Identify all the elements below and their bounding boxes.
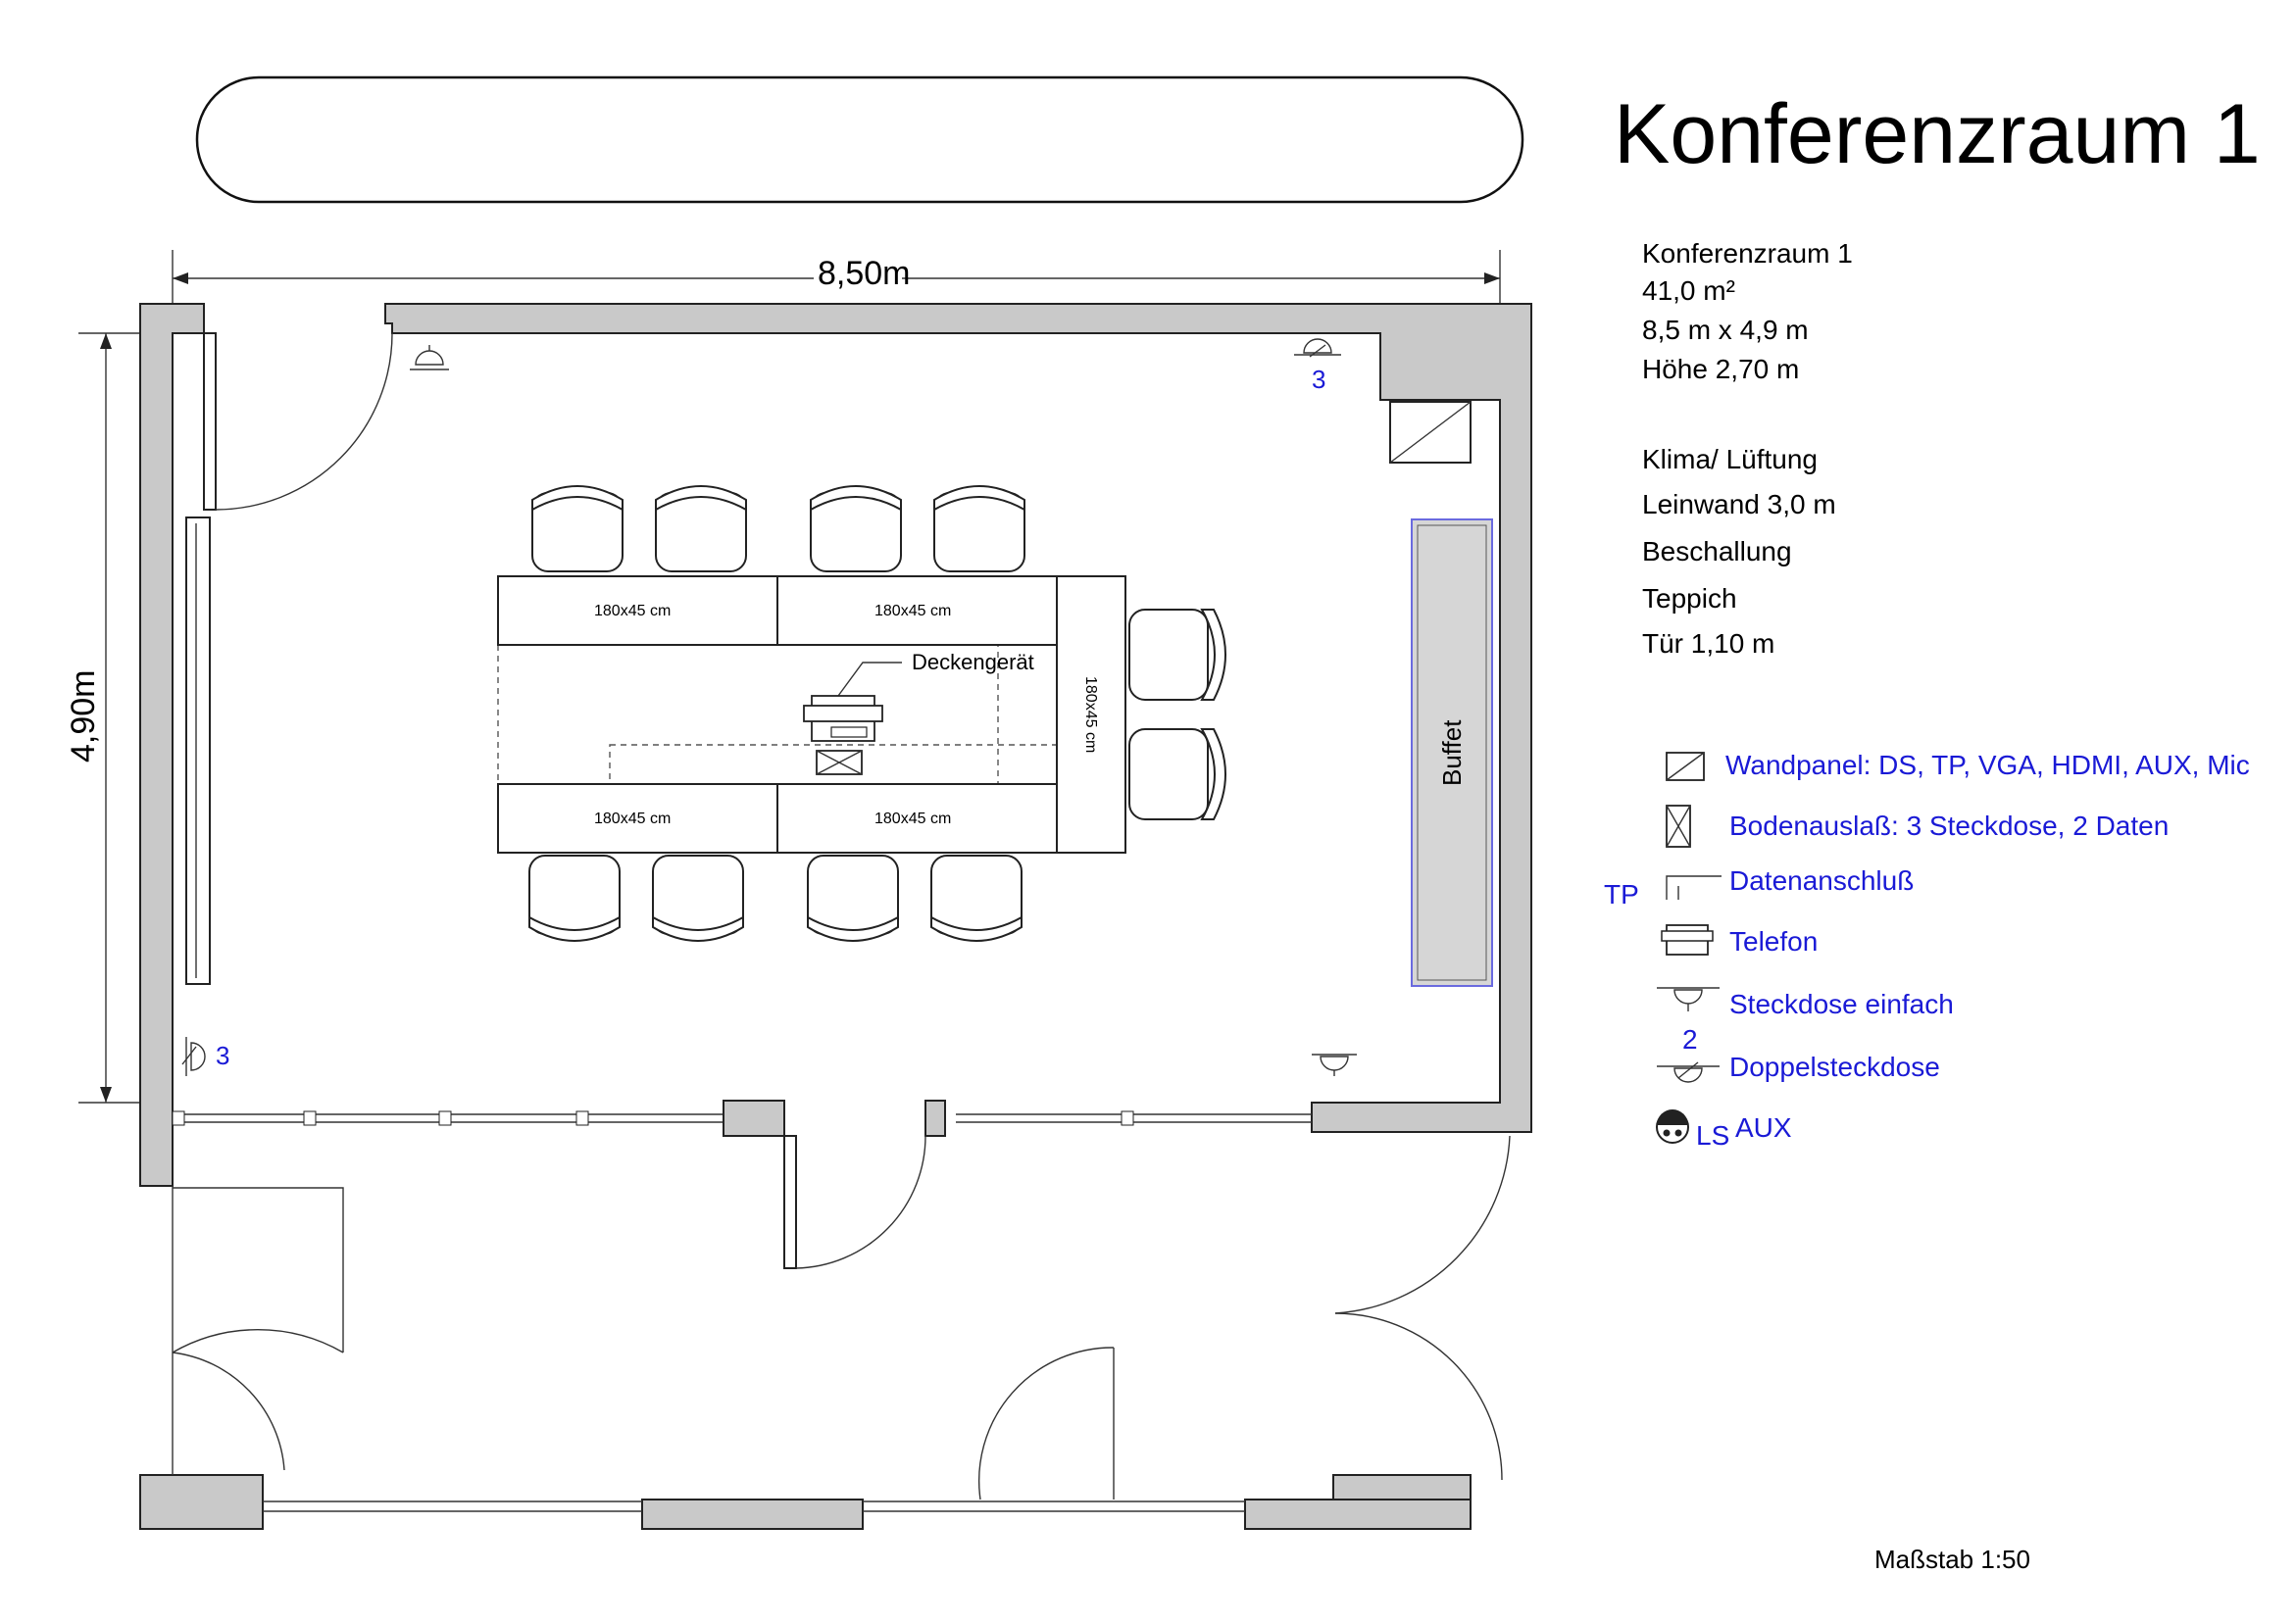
table-bottom-left: [497, 783, 778, 854]
chair-bottom: [528, 855, 621, 942]
table-top-left: [497, 575, 778, 646]
floor-outlet-icon: [816, 750, 863, 775]
floor-outlet-legend-icon: [1666, 805, 1691, 848]
height-label: 4,90m: [65, 670, 102, 763]
chair-top: [531, 485, 624, 572]
width-dimension: 8,50m: [172, 250, 1501, 387]
scale-label: Maßstab 1:50: [1874, 1545, 2030, 1574]
legend-wall-panel: Wandpanel: DS, TP, VGA, HDMI, AUX, Mic: [1725, 750, 2250, 780]
info-height: Höhe 2,70 m: [1642, 354, 1799, 384]
conference-table: 180x45 cm 180x45 cm 180x45 cm 180x45 cm …: [497, 575, 1126, 854]
speaker-icon: [1656, 1109, 1689, 1144]
table-label: 180x45 cm: [594, 811, 671, 827]
socket-single-icon: [1657, 987, 1720, 1011]
legend-socket-single: Steckdose einfach: [1729, 989, 1954, 1019]
info-feature: Teppich: [1642, 583, 1737, 614]
wall-panel-icon: [1666, 752, 1705, 781]
legend-tp: TP: [1604, 879, 1639, 910]
wall-socket-top-right: 3: [1294, 338, 1341, 394]
info-area: 41,0 m²: [1642, 275, 1735, 306]
info-feature: Beschallung: [1642, 536, 1792, 566]
outlet-count-left: 3: [216, 1041, 229, 1070]
data-port-icon: [1666, 875, 1722, 900]
legend-ls: LS: [1696, 1120, 1729, 1151]
legend-aux: AUX: [1735, 1112, 1792, 1143]
phone-legend-icon: [1661, 924, 1714, 956]
legend: Wandpanel: DS, TP, VGA, HDMI, AUX, Mic B…: [1604, 750, 2250, 1151]
width-label: 8,50m: [818, 255, 911, 292]
table-label: 180x45 cm: [874, 811, 951, 827]
height-dimension: 4,90m: [59, 332, 157, 1104]
table-label: 180x45 cm: [594, 603, 671, 619]
legend-data: Datenanschluß: [1729, 865, 1914, 896]
table-label: 180x45 cm: [1082, 676, 1099, 753]
table-label: 180x45 cm: [874, 603, 951, 619]
chairs: [528, 485, 1226, 942]
info-feature: Leinwand 3,0 m: [1642, 489, 1836, 519]
legend-socket-count: 2: [1682, 1024, 1698, 1055]
wall-socket-left: 3: [181, 1037, 229, 1076]
outlet-count-top: 3: [1312, 365, 1325, 394]
walls: [139, 303, 1532, 1530]
wall-socket-top-left: [410, 345, 449, 370]
chair-right: [1128, 609, 1226, 701]
title-banner: [195, 75, 1524, 204]
table-top-right: [776, 575, 1058, 646]
glass-partition: [172, 1100, 1312, 1512]
table-end: [1056, 575, 1126, 854]
chair-bottom: [652, 855, 744, 942]
socket-double-icon: [1657, 1061, 1720, 1083]
phone-icon: [803, 695, 883, 742]
chair-bottom: [807, 855, 899, 942]
info-name: Konferenzraum 1: [1642, 238, 1853, 269]
room-info: Konferenzraum 1 41,0 m² 8,5 m x 4,9 m Hö…: [1642, 238, 1853, 659]
legend-socket-double: Doppelsteckdose: [1729, 1052, 1940, 1082]
info-feature: Tür 1,10 m: [1642, 628, 1774, 659]
projection-screen: [185, 516, 211, 985]
wall-panel: [1389, 401, 1472, 464]
page-title: Konferenzraum 1: [1614, 87, 2261, 181]
chair-bottom: [930, 855, 1023, 942]
chair-top: [933, 485, 1025, 572]
info-size: 8,5 m x 4,9 m: [1642, 315, 1809, 345]
doors: [172, 332, 1511, 1500]
buffet: Buffet: [1411, 518, 1493, 987]
ceiling-device: Deckengerät: [803, 650, 1034, 775]
legend-floor-outlet: Bodenauslaß: 3 Steckdose, 2 Daten: [1729, 811, 2169, 841]
chair-right: [1128, 728, 1226, 820]
wall-socket-bottom-right: [1312, 1054, 1357, 1076]
chair-top: [655, 485, 747, 572]
legend-phone: Telefon: [1729, 926, 1818, 957]
buffet-label: Buffet: [1437, 719, 1467, 786]
info-feature: Klima/ Lüftung: [1642, 444, 1818, 474]
chair-top: [810, 485, 902, 572]
ceiling-device-label: Deckengerät: [912, 650, 1034, 674]
